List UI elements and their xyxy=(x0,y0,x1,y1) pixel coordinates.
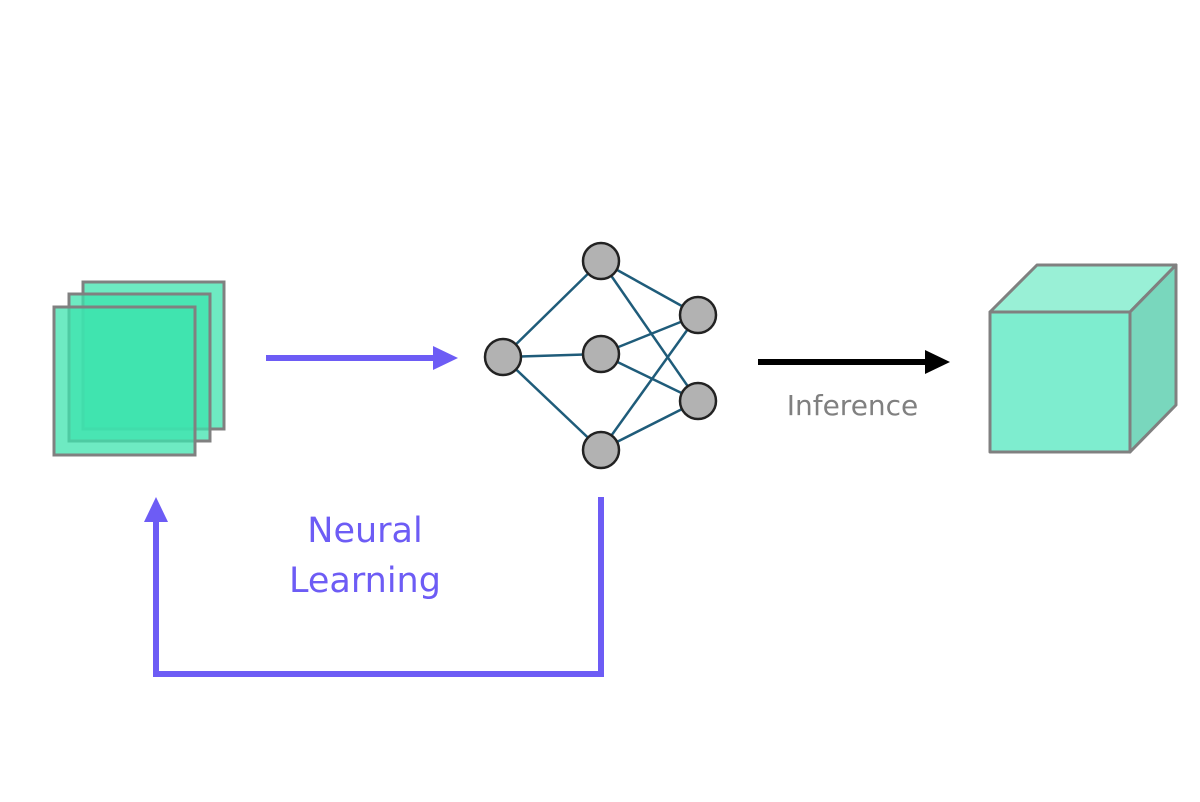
neural-network-icon xyxy=(483,241,718,470)
stacked-pages-icon xyxy=(52,280,226,457)
output-node-top xyxy=(678,295,718,335)
inference-label: Inference xyxy=(786,389,919,422)
feedback-loop-arrow xyxy=(144,497,604,677)
output-node-bottom xyxy=(678,381,718,421)
neural-learning-line1: Neural xyxy=(307,511,423,551)
hidden-node-top xyxy=(581,241,621,281)
neural-learning-line2: Learning xyxy=(289,561,441,601)
cube-icon xyxy=(988,263,1178,454)
network-nodes xyxy=(483,241,718,470)
page-front xyxy=(52,305,197,457)
hidden-node-bottom xyxy=(581,430,621,470)
input-node xyxy=(483,337,523,377)
neural-learning-label: Neural Learning xyxy=(260,506,470,606)
cube-front-face xyxy=(988,310,1132,454)
hidden-node-middle xyxy=(581,334,621,374)
inference-arrow xyxy=(758,350,950,374)
input-to-network-arrow xyxy=(266,346,458,370)
